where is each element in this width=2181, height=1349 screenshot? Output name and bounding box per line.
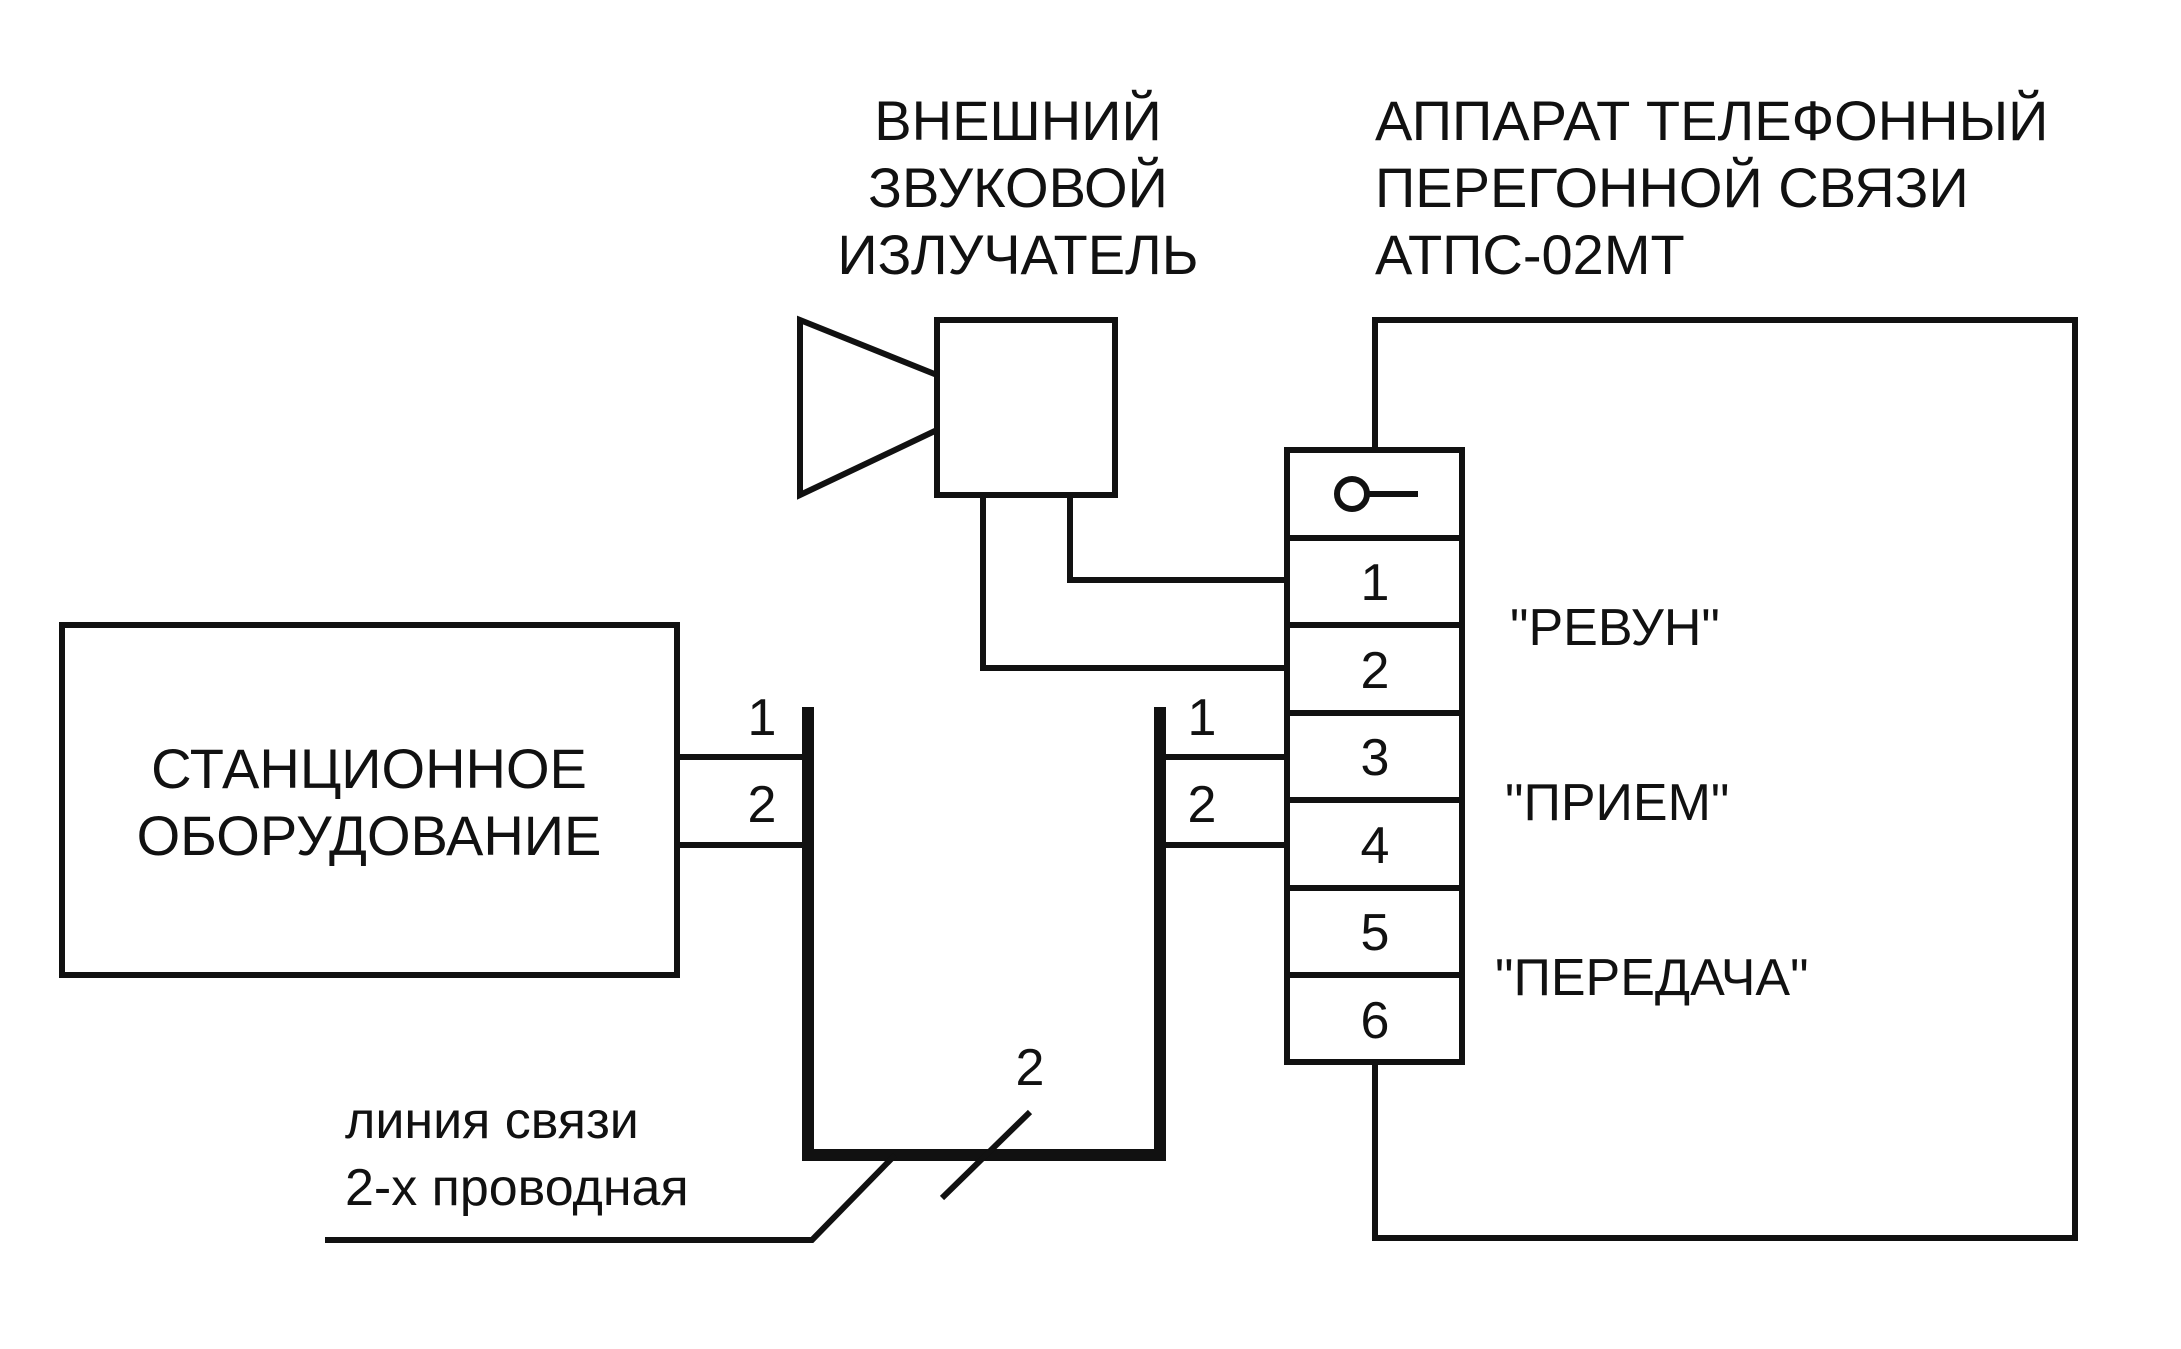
phone-label-line-1: АППАРАТ ТЕЛЕФОННЫЙ [1375,89,2048,152]
line-wire-2-label: 2 [1188,776,1217,834]
station-label-line-1: СТАНЦИОННОЕ [151,737,587,800]
group-label-peredacha: "ПЕРЕДАЧА" [1495,949,1809,1007]
phone-label-line-3: АТПС-02МТ [1375,223,1685,286]
ground-terminal-icon [1334,476,1418,512]
terminal-5-label: 5 [1361,904,1390,962]
speaker-wire-2 [980,495,1287,671]
phone-label-line-2: ПЕРЕГОННОЙ СВЯЗИ [1375,156,1969,219]
terminal-1-label: 1 [1361,554,1390,612]
communication-bus [802,707,1166,1161]
line-label-line-1: линия связи [345,1092,639,1150]
terminal-4-label: 4 [1361,817,1390,875]
speaker-label-line-3: ИЗЛУЧАТЕЛЬ [837,223,1198,286]
terminal-2-label: 2 [1361,642,1390,700]
terminal-3-label: 3 [1361,729,1390,787]
station-wire-1-label: 1 [748,689,777,747]
station-equipment-box [59,622,680,978]
station-label-line-2: ОБОРУДОВАНИЕ [137,804,602,867]
speaker-wire-1 [1067,495,1287,583]
speaker-label-line-1: ВНЕШНИЙ [874,89,1161,152]
group-label-revun: "РЕВУН" [1510,599,1720,657]
group-label-priem: "ПРИЕМ" [1505,774,1729,832]
wire-count-slash [939,1109,1033,1201]
external-speaker [797,315,1118,500]
terminal-block [1284,447,1465,1065]
wire-count-label: 2 [1016,1039,1045,1097]
line-wire-1-label: 1 [1188,689,1217,747]
speaker-horn-icon [797,315,940,500]
line-label-line-2: 2-х проводная [345,1159,689,1217]
station-wire-2-label: 2 [748,776,777,834]
line-label-leader [325,1152,898,1243]
speaker-body [934,317,1118,498]
terminal-6-label: 6 [1361,992,1390,1050]
speaker-label-line-2: ЗВУКОВОЙ [868,156,1168,219]
